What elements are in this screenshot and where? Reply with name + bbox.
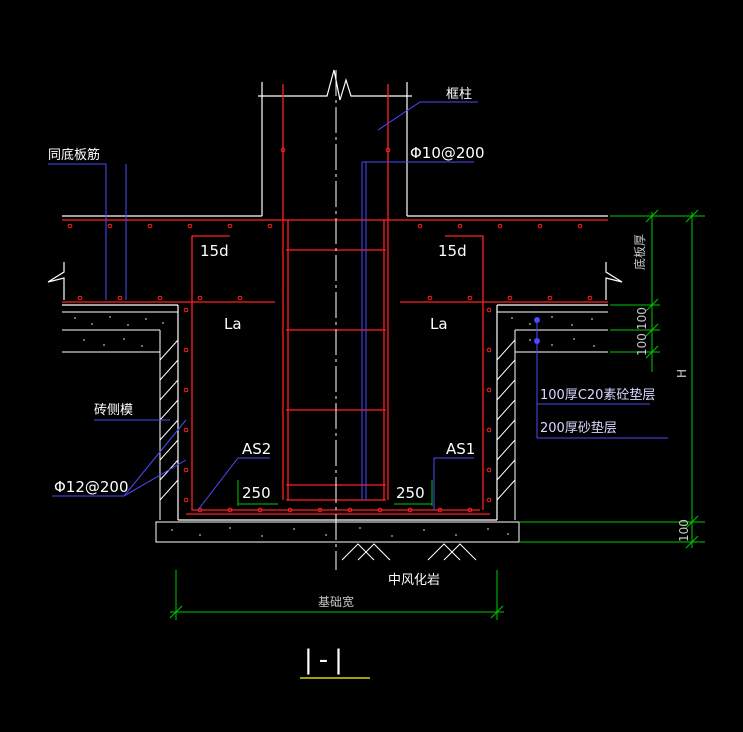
label-anchor-len-left: La bbox=[224, 315, 242, 333]
label-anchor-top-left: 15d bbox=[200, 242, 229, 260]
label-dim-250-left: 250 bbox=[242, 484, 271, 502]
leader-dot-top bbox=[534, 317, 540, 323]
label-section-mark: |-| bbox=[304, 645, 349, 675]
label-concrete-cushion: 100厚C20素砼垫层 bbox=[540, 387, 655, 403]
label-frame-column: 框柱 bbox=[446, 87, 472, 102]
label-sand-cushion: 200厚砂垫层 bbox=[540, 420, 617, 436]
label-as1: AS1 bbox=[446, 440, 475, 458]
label-dim-100-top: 100 bbox=[635, 307, 649, 330]
label-weathered-rock: 中风化岩 bbox=[388, 573, 440, 588]
rock-hatch bbox=[341, 543, 477, 561]
leader-dot-mid bbox=[534, 338, 540, 344]
label-foundation-width: 基础宽 bbox=[318, 594, 354, 609]
rebar bbox=[62, 84, 608, 515]
label-dim-250-right: 250 bbox=[396, 484, 425, 502]
label-anchor-len-right: La bbox=[430, 315, 448, 333]
cushion-layers-right bbox=[497, 311, 608, 520]
slab-break-right bbox=[605, 262, 623, 300]
concrete-speckle bbox=[74, 316, 595, 537]
label-dim-100-bottom: 100 bbox=[677, 519, 691, 542]
label-stirrup-spec: Φ10@200 bbox=[410, 144, 485, 162]
bottom-cushion bbox=[155, 521, 520, 543]
label-dim-H: H bbox=[675, 369, 689, 378]
brick-formwork-right bbox=[496, 339, 516, 501]
concrete-outline bbox=[62, 82, 608, 521]
dimension-lines bbox=[169, 209, 705, 620]
label-as2: AS2 bbox=[242, 440, 271, 458]
brick-formwork-left bbox=[159, 339, 179, 501]
slab-break-left bbox=[47, 262, 65, 300]
cushion-layers-left bbox=[62, 311, 178, 520]
label-slab-rebar: 同底板筋 bbox=[48, 147, 100, 163]
label-dim-100-mid: 100 bbox=[635, 333, 649, 356]
label-brick-formwork: 砖侧模 bbox=[94, 403, 133, 418]
leader-lines bbox=[48, 101, 668, 511]
column-break-line bbox=[258, 69, 412, 101]
label-side-rebar: Φ12@200 bbox=[54, 478, 129, 496]
label-slab-thickness: 底板厚 bbox=[632, 234, 647, 270]
rebar-dots bbox=[67, 147, 593, 513]
label-anchor-top-right: 15d bbox=[438, 242, 467, 260]
